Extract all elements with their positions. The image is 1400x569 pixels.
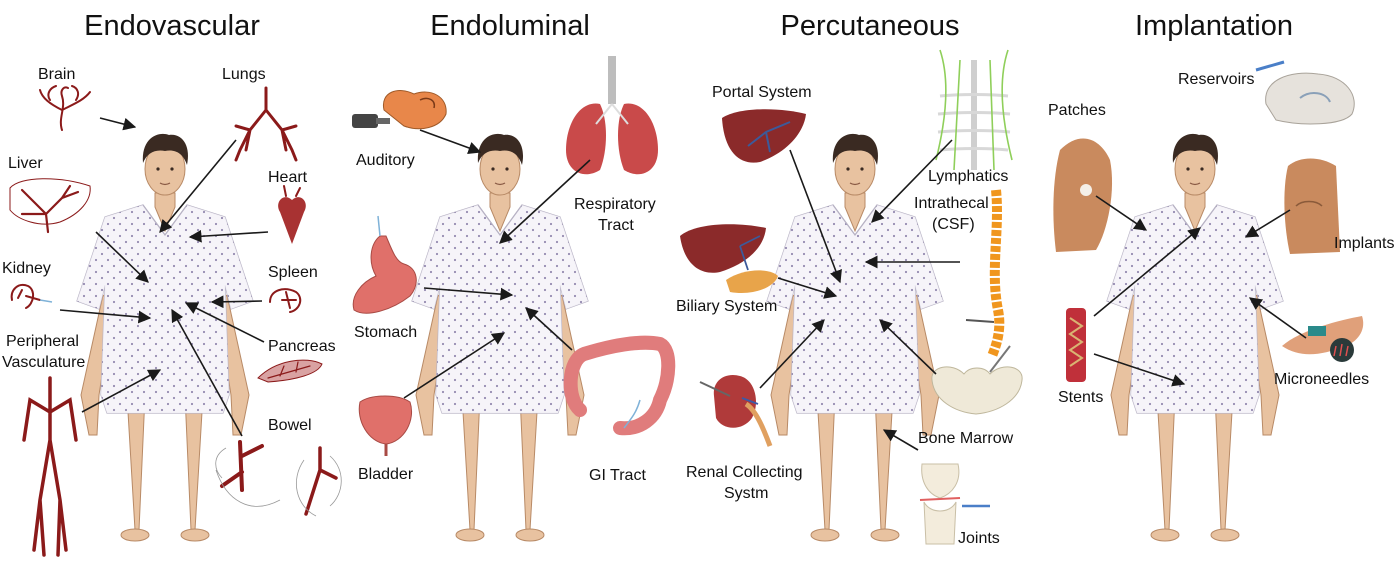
label-intrathecal-2: (CSF): [932, 216, 975, 233]
colon-icon: [563, 335, 676, 436]
arrow-auditory: [419, 129, 482, 155]
arrow-lungs: [159, 139, 237, 233]
patient-figure-endoluminal: [411, 133, 589, 542]
spine-icon: [965, 189, 1005, 358]
label-respiratory-1: Respiratory: [574, 196, 656, 213]
label-patches: Patches: [1048, 102, 1106, 119]
label-peripheral-2: Vasculature: [2, 354, 85, 371]
heart-icon: [278, 185, 306, 244]
label-portal: Portal System: [712, 84, 812, 101]
brain-reservoir-icon: [1255, 60, 1355, 125]
arrow-bone-marrow: [879, 319, 937, 375]
label-peripheral-1: Peripheral: [6, 333, 79, 350]
arrow-heart: [188, 229, 269, 243]
panel-endoluminal: Endoluminal Auditory Respiratory Tract S…: [352, 10, 676, 542]
arrow-liver: [95, 231, 149, 283]
panel-endovascular: Endovascular Brain Lungs Liver Heart: [2, 10, 342, 557]
spleen-vessels-icon: [269, 288, 302, 313]
label-reservoirs: Reservoirs: [1178, 71, 1254, 88]
label-kidney: Kidney: [2, 260, 51, 277]
pelvis-icon: [931, 345, 1023, 415]
patch-torso-icon: [1053, 138, 1113, 252]
arrow-stents-1: [1093, 227, 1201, 317]
lungs-vessels-icon: [234, 86, 298, 162]
arrow-pancreas: [184, 302, 265, 343]
lymphatics-icon: [935, 49, 1013, 171]
kidney-renal-icon: [699, 374, 773, 447]
panel-title-endovascular: Endovascular: [84, 10, 260, 42]
arrow-respiratory: [499, 159, 591, 244]
label-pancreas: Pancreas: [268, 338, 336, 355]
label-brain: Brain: [38, 66, 75, 83]
label-microneedles: Microneedles: [1274, 371, 1369, 388]
panel-title-implantation: Implantation: [1135, 10, 1293, 42]
arrow-portal: [789, 149, 842, 284]
arrow-stomach: [423, 287, 514, 301]
liver-portal-icon: [722, 109, 806, 163]
label-intrathecal-1: Intrathecal: [914, 195, 989, 212]
arrow-joints: [882, 429, 919, 451]
kidney-vessels-icon: [10, 284, 53, 309]
label-implants: Implants: [1334, 235, 1394, 252]
label-heart: Heart: [268, 169, 308, 186]
panel-percutaneous: Percutaneous Portal System Lymphatics In…: [676, 10, 1023, 547]
label-stomach: Stomach: [354, 324, 417, 341]
arrow-patches: [1095, 195, 1148, 231]
label-renal-2: Systm: [724, 485, 768, 502]
microneedle-arm-icon: [1282, 316, 1364, 362]
bladder-icon: [358, 395, 412, 456]
panel-implantation: Implantation Reservoirs Patches Implants…: [1048, 10, 1394, 542]
label-bone-marrow: Bone Marrow: [918, 430, 1014, 447]
implant-chest-icon: [1284, 158, 1340, 254]
label-renal-1: Renal Collecting: [686, 464, 803, 481]
stent-icon: [1066, 308, 1086, 382]
patient-figure-implantation: [1106, 133, 1284, 542]
arrow-renal: [759, 319, 825, 389]
arrow-bowel: [171, 308, 243, 437]
arrow-brain: [99, 117, 137, 131]
label-liver: Liver: [8, 155, 43, 172]
bowel-vessels-icon: [215, 440, 342, 517]
label-lymphatics: Lymphatics: [928, 168, 1008, 185]
label-gi: GI Tract: [589, 467, 646, 484]
arrow-biliary: [777, 277, 838, 299]
patient-figure-endovascular: [76, 133, 254, 542]
biliary-icon: [680, 224, 778, 294]
arrow-bladder: [403, 332, 506, 399]
peripheral-vasculature-icon: [22, 376, 78, 557]
liver-vessels-icon: [9, 178, 91, 234]
label-stents: Stents: [1058, 389, 1103, 406]
lungs-organ-icon: [566, 56, 658, 175]
arrow-lymphatics: [871, 139, 953, 223]
panel-title-percutaneous: Percutaneous: [781, 10, 960, 42]
label-lungs: Lungs: [222, 66, 266, 83]
brain-vessels-icon: [39, 85, 91, 131]
label-bladder: Bladder: [358, 466, 414, 483]
arrow-microneedles: [1248, 297, 1307, 339]
stomach-icon: [352, 215, 417, 314]
label-respiratory-2: Tract: [598, 217, 634, 234]
arrow-kidney: [59, 309, 152, 324]
ear-otoscope-icon: [352, 90, 447, 130]
arrow-implants: [1244, 209, 1291, 238]
knee-joint-icon: [919, 463, 990, 545]
label-joints: Joints: [958, 530, 1000, 547]
label-bowel: Bowel: [268, 417, 312, 434]
label-spleen: Spleen: [268, 264, 318, 281]
arrow-spleen: [210, 295, 263, 309]
arrow-gi: [525, 307, 573, 351]
label-biliary: Biliary System: [676, 298, 777, 315]
pancreas-vessels-icon: [257, 359, 323, 383]
panel-title-endoluminal: Endoluminal: [430, 10, 590, 42]
arrow-stents-2: [1093, 353, 1186, 387]
label-auditory: Auditory: [356, 152, 415, 169]
arrow-peripheral: [81, 369, 162, 413]
